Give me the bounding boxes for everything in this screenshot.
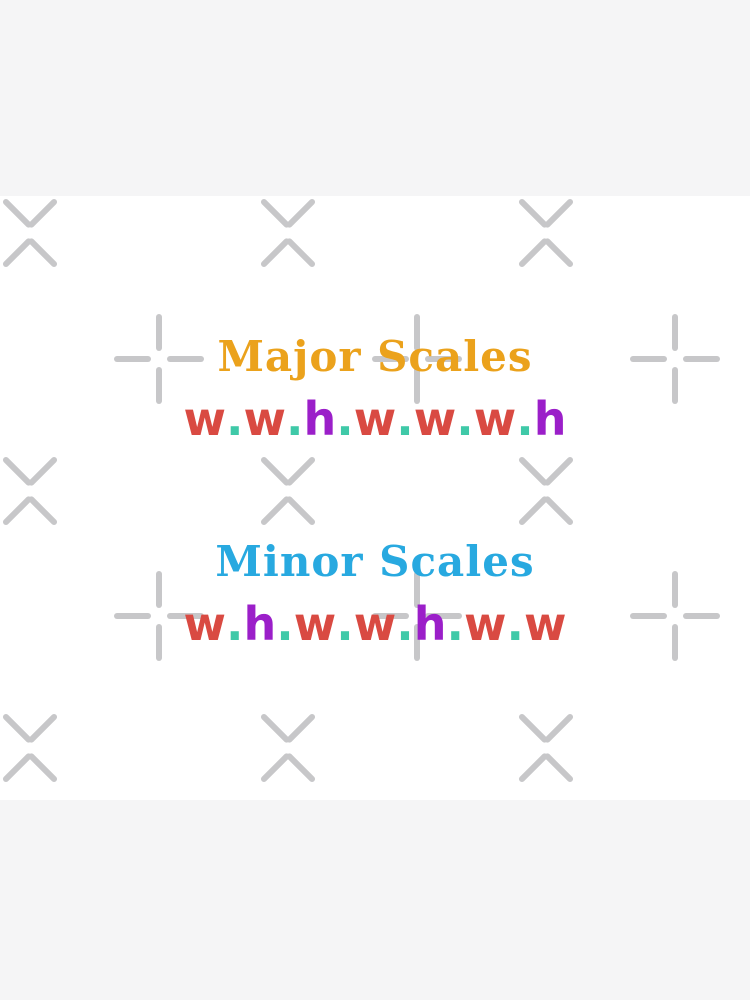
half-step-label: h bbox=[303, 392, 337, 446]
whole-step-label: w bbox=[293, 597, 337, 651]
half-step-label: h bbox=[413, 597, 447, 651]
step-separator-dot: . bbox=[226, 597, 244, 651]
artboard: Major Scales w.w.h.w.w.w.h Minor Scales … bbox=[0, 196, 750, 800]
half-step-label: h bbox=[533, 392, 567, 446]
major-scales-block: Major Scales w.w.h.w.w.w.h bbox=[0, 332, 750, 443]
step-separator-dot: . bbox=[226, 392, 244, 446]
minor-scales-block: Minor Scales w.h.w.w.h.w.w bbox=[0, 537, 750, 648]
step-separator-dot: . bbox=[396, 597, 414, 651]
major-scales-step-pattern: w.w.h.w.w.w.h bbox=[0, 396, 750, 442]
step-separator-dot: . bbox=[516, 392, 534, 446]
step-separator-dot: . bbox=[336, 392, 354, 446]
whole-step-label: w bbox=[183, 597, 227, 651]
minor-scales-title: Minor Scales bbox=[215, 537, 535, 586]
minor-scales-step-pattern: w.h.w.w.h.w.w bbox=[0, 601, 750, 647]
major-scales-title: Major Scales bbox=[217, 332, 533, 381]
step-separator-dot: . bbox=[506, 597, 524, 651]
step-separator-dot: . bbox=[336, 597, 354, 651]
step-separator-dot: . bbox=[276, 597, 294, 651]
bottom-letterbox-band bbox=[0, 800, 750, 1000]
half-step-label: h bbox=[243, 597, 277, 651]
whole-step-label: w bbox=[413, 392, 457, 446]
whole-step-label: w bbox=[353, 597, 397, 651]
top-letterbox-band bbox=[0, 0, 750, 196]
whole-step-label: w bbox=[523, 597, 567, 651]
whole-step-label: w bbox=[183, 392, 227, 446]
step-separator-dot: . bbox=[396, 392, 414, 446]
step-separator-dot: . bbox=[446, 597, 464, 651]
whole-step-label: w bbox=[353, 392, 397, 446]
whole-step-label: w bbox=[473, 392, 517, 446]
step-separator-dot: . bbox=[286, 392, 304, 446]
step-separator-dot: . bbox=[456, 392, 474, 446]
artwork-content: Major Scales w.w.h.w.w.w.h Minor Scales … bbox=[0, 196, 750, 800]
whole-step-label: w bbox=[243, 392, 287, 446]
whole-step-label: w bbox=[463, 597, 507, 651]
